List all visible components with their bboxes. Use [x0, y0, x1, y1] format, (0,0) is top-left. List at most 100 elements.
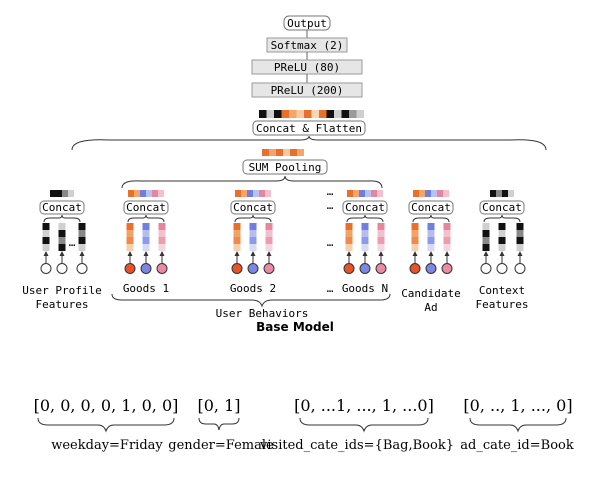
user-profile-group-column-2-cell [58, 244, 66, 251]
goods-1-group-column-3-cell [158, 230, 166, 237]
context-group-column-1-arrowhead [483, 251, 489, 256]
flat-bar-cell [319, 110, 327, 118]
goods-1-group-column-1-cell [126, 230, 134, 237]
prelu-80-layer: PReLU (80) [251, 59, 363, 75]
goods-2-group-column-2-arrowhead [250, 251, 256, 256]
candidate-ad-group-column-2-cell [427, 237, 435, 244]
candidate-ad-group-column-2-cell [427, 244, 435, 251]
goods-n-group-column-2-arrowhead [362, 251, 368, 256]
candidate-ad-group-column-2-cell [427, 230, 435, 237]
goods-2-group-column-1-cell [233, 230, 241, 237]
context-group-column-3-arrowhead [517, 251, 523, 256]
goods-n-group-embedding-cell [371, 190, 377, 197]
context-group-column-1-cell [482, 244, 490, 251]
softmax-label: Softmax (2) [271, 39, 344, 52]
goods-2-group-column-1-arrowhead [234, 251, 240, 256]
goods-2-group-column-3-cell [265, 244, 273, 251]
weekday-brace [37, 417, 175, 433]
goods-1-group-embedding-cell [128, 190, 134, 197]
sum-pooling-label: SUM Pooling [249, 161, 322, 174]
pooled-bar-cell [269, 149, 276, 156]
user-behaviors-label: User Behaviors [216, 307, 309, 320]
goods-n-group-concat-label: Concat [345, 201, 385, 214]
goods-2-group: Concat [230, 190, 276, 274]
context-label-line1: Context [479, 284, 525, 297]
goods-1-label: Goods 1 [123, 282, 169, 295]
goods-1-group-column-3-cell [158, 223, 166, 230]
goods-2-group-column-2-cell [249, 230, 257, 237]
ad-cate-vector: [0, .., 1, ..., 0] [463, 396, 572, 415]
goods-n-group-embedding-cell [347, 190, 353, 197]
goods-n-group-column-3-cell [377, 230, 385, 237]
base-model-title: Base Model [256, 320, 334, 334]
goods-1-group-embedding-cell [140, 190, 146, 197]
user-profile-group-column-1-cell [42, 230, 50, 237]
goods-2-group-column-3-cell [265, 223, 273, 230]
context-group-embedding-cell [496, 190, 502, 197]
goods-column-ellipsis: … [327, 236, 334, 249]
candidate-ad-group-concat-label: Concat [411, 201, 451, 214]
flat-bar-cell [259, 110, 267, 118]
user-profile-group-column-3-cell [78, 237, 86, 244]
context-group-embedding-cell [502, 190, 508, 197]
context-group-embedding-cell [508, 190, 514, 197]
user-behaviors-brace [111, 293, 391, 308]
visited-cate-label: visited_cate_ids={Bag,Book} [259, 438, 454, 453]
concat-flatten-node: Concat & Flatten [252, 120, 366, 136]
flat-bar-cell [274, 110, 282, 118]
goods-2-group-column-2-cell [249, 244, 257, 251]
candidate-ad-group-concat-box [408, 200, 454, 215]
context-group-column-3-input-node [514, 263, 526, 274]
goods-2-group-column-1-cell [233, 237, 241, 244]
goods-2-group-embedding-cell [235, 190, 241, 197]
flat-bar-cell [266, 110, 274, 118]
goods-1-group-column-1-cell [126, 237, 134, 244]
goods-1-group-column-1-input-node [124, 263, 136, 274]
context-group-column-1-cell [482, 230, 490, 237]
sum-pooling-node: SUM Pooling [242, 159, 328, 175]
user-profile-label-line1: User Profile [22, 284, 101, 297]
context-group-column-3-cell [516, 223, 524, 230]
goods-2-group-concat-brace [234, 214, 272, 223]
pooled-embedding-bar [262, 149, 304, 156]
user-profile-label-line2: Features [36, 298, 89, 311]
goods-2-group-embedding-cell [253, 190, 259, 197]
goods-1-group-column-3-cell [158, 244, 166, 251]
goods-2-group-column-1-input-node [231, 263, 243, 274]
candidate-ad-group-column-1-cell [411, 237, 419, 244]
user-profile-group-concat-box [39, 200, 85, 215]
goods-1-group-column-2-cell [142, 244, 150, 251]
goods-top-ellipsis: … [327, 185, 334, 198]
goods-2-group-column-3-cell [265, 237, 273, 244]
user-profile-group-embedding-cell [56, 190, 62, 197]
ad-cate-label: ad_cate_id=Book [460, 438, 574, 453]
candidate-ad-group-embedding-cell [437, 190, 443, 197]
context-group-column-1-cell [482, 237, 490, 244]
candidate-ad-label-line1: Candidate [401, 287, 461, 300]
user-profile-group-column-3-cell [78, 230, 86, 237]
candidate-ad-group-column-3-cell [443, 230, 451, 237]
goods-1-group-column-2-cell [142, 237, 150, 244]
goods-1-group-column-3-arrowhead [159, 251, 165, 256]
goods-2-group-concat-box [230, 200, 276, 215]
user-profile-group-column-2-cell [58, 237, 66, 244]
goods-ellipsis: … [327, 282, 334, 295]
user-profile-group-concat-brace [43, 214, 81, 223]
goods-1-group-embedding-cell [146, 190, 152, 197]
gender-vector: [0, 1] [197, 396, 240, 415]
candidate-ad-group-column-2-input-node [425, 263, 437, 274]
goods-2-label: Goods 2 [230, 282, 276, 295]
user-profile-group-ellipsis: … [69, 236, 76, 249]
visited-cate-vector: [0, ...1, ..., 1, ...0] [294, 396, 434, 415]
pooled-bar-cell [283, 149, 290, 156]
user-profile-group-column-3-cell [78, 244, 86, 251]
flat-bar-cell [311, 110, 319, 118]
user-profile-group-column-2-cell [58, 223, 66, 230]
goods-n-group-column-2-cell [361, 237, 369, 244]
goods-n-group-column-2-cell [361, 230, 369, 237]
goods-n-group-column-1-cell [345, 237, 353, 244]
pooled-bar-cell [297, 149, 304, 156]
flat-bar-cell [326, 110, 334, 118]
goods-n-group-column-1-cell [345, 244, 353, 251]
